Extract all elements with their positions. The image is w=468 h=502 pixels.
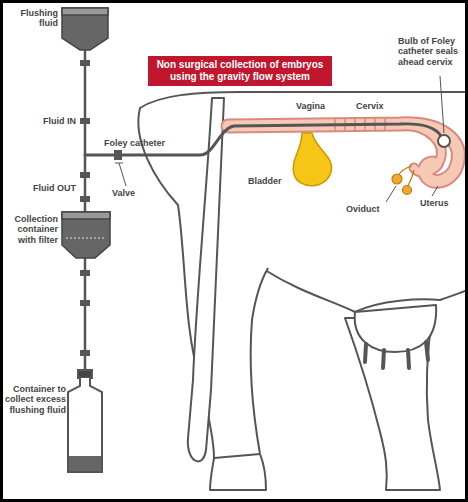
leader-lines-part — [440, 76, 444, 133]
cow-outline — [138, 92, 468, 490]
foley-catheter — [85, 124, 450, 155]
part-label: Cervix — [356, 101, 406, 111]
reproductive-tract — [228, 119, 458, 181]
collection-container — [62, 212, 110, 258]
excess-bottle — [68, 370, 102, 472]
part-label: Fluid IN — [4, 116, 76, 126]
tube-clamps — [80, 60, 122, 356]
tube-clamps-part — [80, 118, 90, 124]
leader-lines-part — [386, 186, 396, 202]
part-label: Valve — [112, 188, 152, 198]
tube-clamps-part — [80, 172, 90, 178]
cow-outline-part — [214, 454, 260, 458]
part-label: Uterus — [420, 198, 464, 208]
collection-container-part — [66, 237, 106, 239]
part-label: Fluid OUT — [4, 183, 76, 193]
foley-catheter-part — [438, 135, 450, 147]
excess-bottle-part — [68, 378, 102, 472]
ovary-oviduct — [392, 166, 414, 195]
part-label: Collection container with filter — [4, 214, 58, 245]
part-label: Bulb of Foley catheter seals ahead cervi… — [398, 36, 464, 67]
flushing-container-part — [62, 8, 108, 15]
bladder — [293, 133, 331, 186]
cow-outline-part — [365, 342, 428, 368]
collection-container-part — [62, 212, 110, 258]
ovary-oviduct-part — [403, 186, 412, 195]
leader-lines-part — [115, 163, 126, 186]
tube-clamps-part — [80, 196, 90, 202]
part-label: Oviduct — [346, 204, 396, 214]
part-label: Flushing fluid — [4, 8, 58, 29]
ovary-oviduct-part — [392, 174, 402, 184]
leader-lines-part — [432, 186, 438, 196]
tube-clamps-part — [80, 350, 90, 356]
title-banner: Non surgical collection of embryos using… — [148, 56, 332, 86]
foley-catheter-part — [85, 124, 441, 155]
tube-clamps-part — [80, 60, 90, 66]
bladder-part — [293, 133, 331, 186]
part-label: Container to collect excess flushing flu… — [4, 384, 66, 415]
part-label: Foley catheter — [104, 138, 194, 148]
excess-bottle-part — [69, 456, 101, 471]
flushing-container — [62, 8, 108, 50]
part-label: Vagina — [296, 101, 346, 111]
excess-bottle-part — [78, 370, 92, 378]
reproductive-tract-part — [228, 124, 458, 182]
tube-clamps-part — [80, 270, 90, 276]
collection-container-part — [62, 212, 110, 219]
tube-clamps-part — [114, 150, 122, 160]
flushing-container-part — [62, 8, 108, 50]
part-label: Bladder — [248, 176, 292, 186]
reproductive-tract-part — [228, 124, 458, 182]
tube-clamps-part — [80, 300, 90, 306]
cow-outline-part — [138, 92, 468, 490]
cow-outline-part — [265, 270, 468, 312]
